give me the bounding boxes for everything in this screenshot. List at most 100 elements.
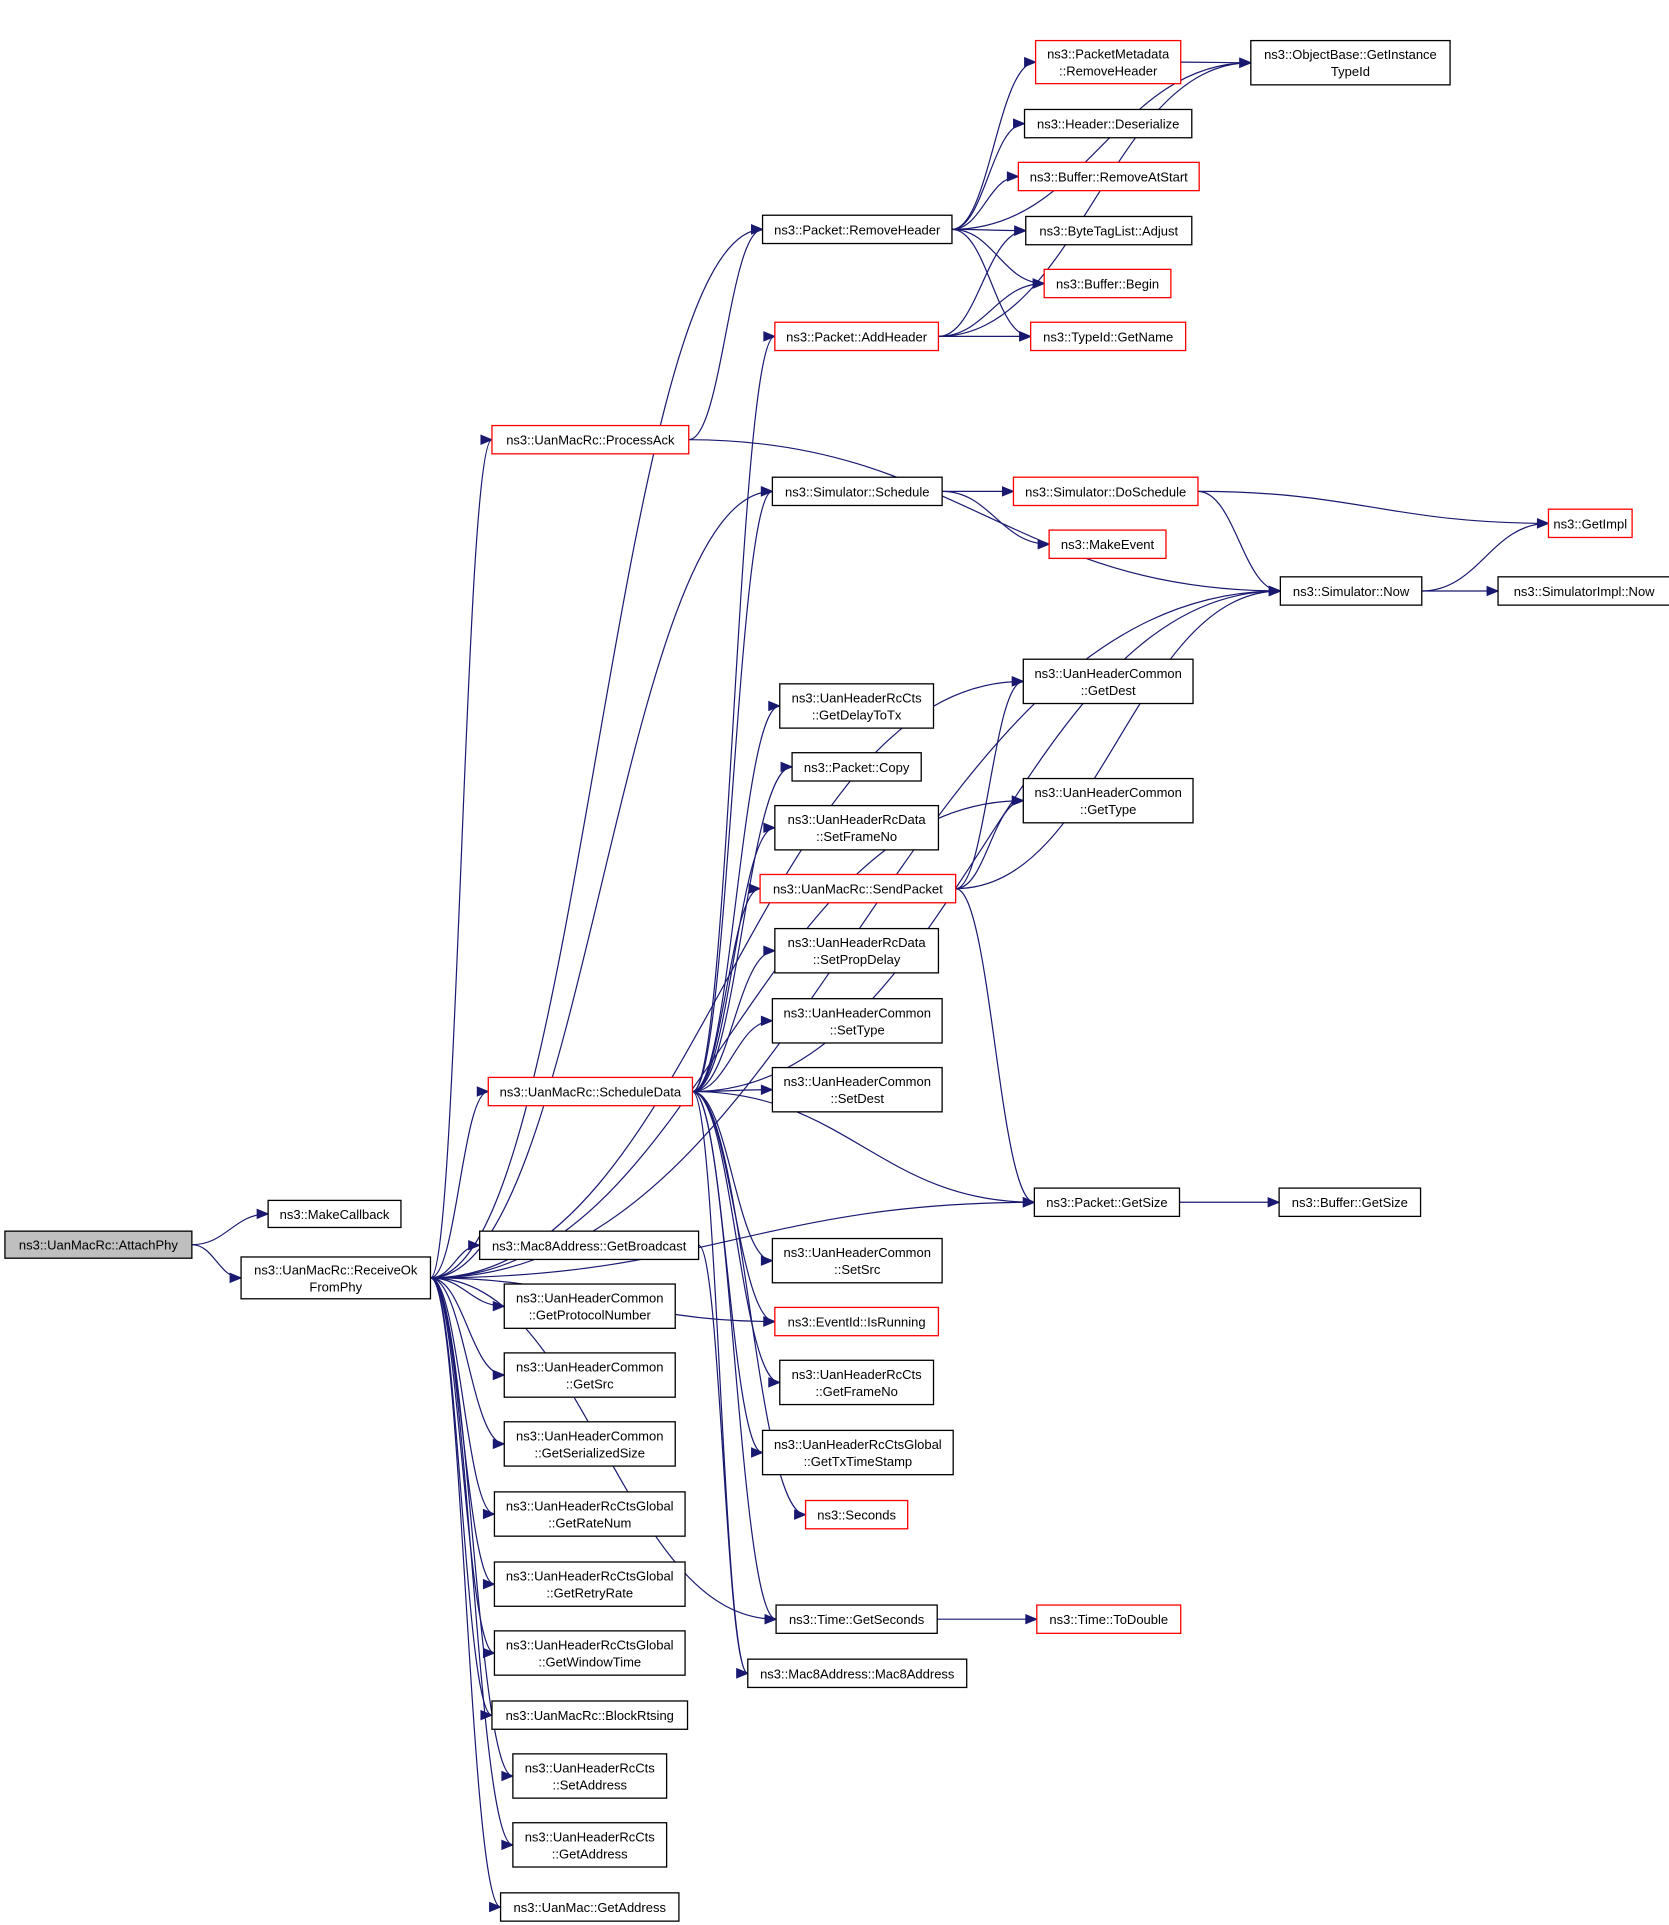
node-processack[interactable]: ns3::UanMacRc::ProcessAck xyxy=(491,424,690,455)
node-uhrctsg-getwindowtime[interactable]: ns3::UanHeaderRcCtsGlobal::GetWindowTime xyxy=(493,1630,686,1676)
node-box xyxy=(774,321,940,352)
node-time-todouble[interactable]: ns3::Time::ToDouble xyxy=(1036,1604,1182,1634)
edge-line xyxy=(429,439,493,1279)
edge-line xyxy=(1197,490,1281,592)
node-box xyxy=(761,1429,954,1476)
node-uanmac-getaddress[interactable]: ns3::UanMac::GetAddress xyxy=(499,1892,680,1922)
node-label: ::GetRateNum xyxy=(548,1516,631,1531)
node-sim-schedule[interactable]: ns3::Simulator::Schedule xyxy=(771,476,943,507)
node-deserialize[interactable]: ns3::Header::Deserialize xyxy=(1023,108,1193,139)
node-removeheader-meta[interactable]: ns3::PacketMetadata::RemoveHeader xyxy=(1034,39,1182,85)
edges-layer xyxy=(191,56,1550,1913)
arrowhead-icon xyxy=(748,883,762,894)
arrowhead-icon xyxy=(256,1208,270,1220)
node-getimpl[interactable]: ns3::GetImpl xyxy=(1547,508,1633,539)
node-uhrcts-setaddress[interactable]: ns3::UanHeaderRcCts::SetAddress xyxy=(512,1753,668,1799)
edge-line xyxy=(955,680,1024,890)
arrowhead-icon xyxy=(760,1084,774,1095)
node-box xyxy=(493,1491,686,1537)
arrowhead-icon xyxy=(1014,225,1028,236)
node-label: TypeId xyxy=(1331,64,1370,79)
node-box xyxy=(1023,108,1193,139)
node-simimpl-now[interactable]: ns3::SimulatorImpl::Now xyxy=(1497,576,1669,606)
node-uhc-getserializedsize[interactable]: ns3::UanHeaderCommon::GetSerializedSize xyxy=(503,1421,676,1467)
node-box xyxy=(1022,658,1194,705)
node-sim-doschedule[interactable]: ns3::Simulator::DoSchedule xyxy=(1012,476,1199,507)
edge-line xyxy=(692,1090,763,1454)
node-makecallback[interactable]: ns3::MakeCallback xyxy=(267,1199,402,1229)
node-label: ns3::Packet::GetSize xyxy=(1046,1195,1167,1210)
node-uhc-getdest[interactable]: ns3::UanHeaderCommon::GetDest xyxy=(1022,658,1194,705)
node-blockrtsing[interactable]: ns3::UanMacRc::BlockRtsing xyxy=(491,1700,689,1730)
node-label: ::GetDest xyxy=(1081,683,1136,698)
node-makeevent[interactable]: ns3::MakeEvent xyxy=(1048,529,1167,560)
node-uhc-gettype[interactable]: ns3::UanHeaderCommon::GetType xyxy=(1022,777,1194,824)
node-box xyxy=(493,1561,686,1607)
node-uhc-getsrc[interactable]: ns3::UanHeaderCommon::GetSrc xyxy=(503,1352,676,1398)
edge-scheduledata-to-uhrd-setpropdelay xyxy=(692,945,777,1093)
node-uhrctsg-getratenum[interactable]: ns3::UanHeaderRcCtsGlobal::GetRateNum xyxy=(493,1491,686,1537)
node-uhc-getprotocolnumber[interactable]: ns3::UanHeaderCommon::GetProtocolNumber xyxy=(503,1283,676,1329)
node-label: ns3::GetImpl xyxy=(1553,516,1627,531)
node-seconds[interactable]: ns3::Seconds xyxy=(804,1499,909,1530)
node-uhrcts-getaddress[interactable]: ns3::UanHeaderRcCts::GetAddress xyxy=(512,1822,668,1868)
node-buffer-getsize[interactable]: ns3::Buffer::GetSize xyxy=(1278,1187,1422,1218)
node-time-getseconds[interactable]: ns3::Time::GetSeconds xyxy=(775,1604,938,1634)
edge-receiveok-to-mac8-getbroadcast xyxy=(430,1240,481,1279)
node-uhc-setsrc[interactable]: ns3::UanHeaderCommon::SetSrc xyxy=(771,1237,943,1284)
node-uhc-settype[interactable]: ns3::UanHeaderCommon::SetType xyxy=(771,998,943,1044)
edge-line xyxy=(955,888,1035,1203)
node-uhrcts-getdelaytotx[interactable]: ns3::UanHeaderRcCts::GetDelayToTx xyxy=(779,683,935,729)
node-uhrctsg-gettxtimestamp[interactable]: ns3::UanHeaderRcCtsGlobal::GetTxTimeStam… xyxy=(761,1429,954,1476)
edge-sendpacket-to-uhc-gettype xyxy=(955,795,1025,890)
arrowhead-icon xyxy=(763,1316,777,1327)
arrowhead-icon xyxy=(501,1839,515,1851)
edge-scheduledata-to-packet-copy xyxy=(692,761,794,1093)
node-box xyxy=(774,804,940,851)
node-removeatstart[interactable]: ns3::Buffer::RemoveAtStart xyxy=(1017,161,1200,192)
node-packet-addheader[interactable]: ns3::Packet::AddHeader xyxy=(774,321,940,352)
node-uhc-setdest[interactable]: ns3::UanHeaderCommon::SetDest xyxy=(771,1066,943,1113)
arrowhead-icon xyxy=(1006,171,1020,182)
edge-scheduledata-to-packet-getsize xyxy=(692,1090,1036,1208)
node-label: ns3::UanHeaderCommon xyxy=(784,1005,931,1020)
node-bytetaglist-adjust[interactable]: ns3::ByteTagList::Adjust xyxy=(1025,215,1193,246)
node-packet-removeheader[interactable]: ns3::Packet::RemoveHeader xyxy=(761,214,953,245)
arrowhead-icon xyxy=(1013,118,1026,129)
node-typeid-getname[interactable]: ns3::TypeId::GetName xyxy=(1030,321,1187,352)
node-uhrd-setpropdelay[interactable]: ns3::UanHeaderRcData::SetPropDelay xyxy=(774,927,940,974)
node-buffer-begin[interactable]: ns3::Buffer::Begin xyxy=(1043,268,1172,299)
node-mac8-getbroadcast[interactable]: ns3::Mac8Address::GetBroadcast xyxy=(479,1230,700,1261)
node-label: ns3::UanHeaderCommon xyxy=(1034,785,1181,800)
node-label: ns3::Mac8Address::GetBroadcast xyxy=(492,1238,687,1253)
arrowhead-icon xyxy=(1011,676,1025,687)
node-box xyxy=(240,1256,432,1300)
node-label: ns3::Mac8Address::Mac8Address xyxy=(760,1666,955,1681)
edge-line xyxy=(692,705,780,1093)
node-uhrcts-getframeno[interactable]: ns3::UanHeaderRcCts::GetFrameNo xyxy=(779,1359,935,1406)
node-label: ns3::UanHeaderCommon xyxy=(1034,666,1181,681)
node-uhrctsg-getretryrate[interactable]: ns3::UanHeaderRcCtsGlobal::GetRetryRate xyxy=(493,1561,686,1607)
node-scheduledata[interactable]: ns3::UanMacRc::ScheduleData xyxy=(487,1076,694,1107)
node-eventid-isrunning[interactable]: ns3::EventId::IsRunning xyxy=(774,1306,940,1337)
node-sendpacket[interactable]: ns3::UanMacRc::SendPacket xyxy=(759,873,957,904)
node-packet-getsize[interactable]: ns3::Packet::GetSize xyxy=(1033,1187,1181,1218)
arrowhead-icon xyxy=(482,1578,496,1590)
node-sim-now[interactable]: ns3::Simulator::Now xyxy=(1279,576,1423,606)
node-uhrd-setframeno[interactable]: ns3::UanHeaderRcData::SetFrameNo xyxy=(774,804,940,851)
edge-sim-doschedule-to-getimpl xyxy=(1197,490,1550,529)
node-mac8-mac8address[interactable]: ns3::Mac8Address::Mac8Address xyxy=(747,1658,968,1689)
arrowhead-icon xyxy=(468,1240,481,1251)
edge-line xyxy=(691,1090,749,1674)
node-attachphy[interactable]: ns3::UanMacRc::AttachPhy xyxy=(4,1230,193,1259)
edge-attachphy-to-receiveok xyxy=(191,1244,243,1284)
node-packet-copy[interactable]: ns3::Packet::Copy xyxy=(791,752,922,782)
arrowhead-icon xyxy=(480,1709,494,1721)
node-label: ns3::ByteTagList::Adjust xyxy=(1039,224,1178,239)
arrowhead-icon xyxy=(764,1613,778,1625)
node-box xyxy=(503,1283,676,1329)
node-label: ns3::UanHeaderRcData xyxy=(788,812,927,827)
edge-line xyxy=(938,62,1251,337)
